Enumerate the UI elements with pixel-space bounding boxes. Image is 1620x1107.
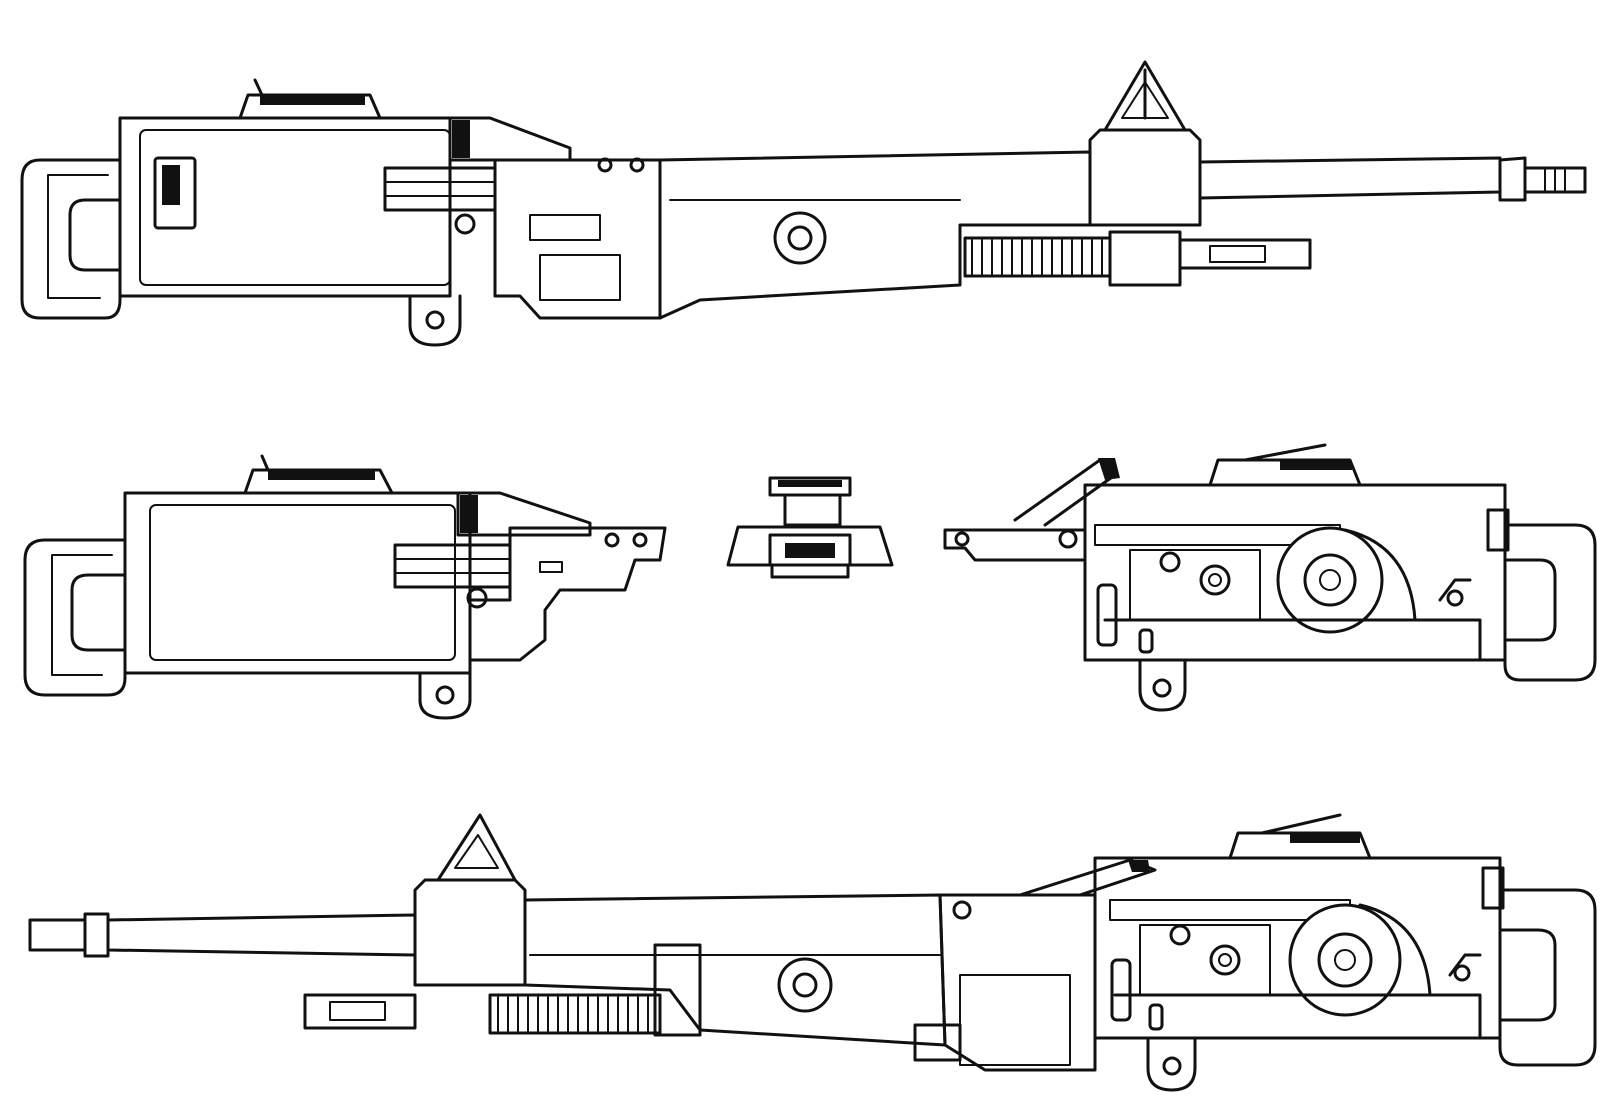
- feed-block-foot: [770, 563, 850, 579]
- jacket-boss-2: [777, 957, 833, 1013]
- recoil-spring: [963, 236, 1112, 278]
- receiver-body-2: [123, 491, 472, 675]
- muzzle-tip-2: [28, 918, 87, 952]
- receiver-side-plate: [139, 129, 451, 286]
- recoil-spring-2: [488, 993, 662, 1035]
- mount-lug-right: [1138, 658, 1187, 712]
- receiver-right-half-view: [943, 443, 1597, 712]
- cam-drum-2: [1288, 903, 1402, 1017]
- barrel-jacket: [658, 150, 1092, 320]
- internal-plate: [1129, 549, 1261, 621]
- muzzle-nut-2: [83, 912, 110, 958]
- bolt-head: [1199, 564, 1231, 596]
- feed-block-top: [768, 476, 852, 497]
- mount-lug: [408, 294, 462, 347]
- feed-block-base: [726, 525, 894, 567]
- receiver-front-plate: [468, 526, 667, 662]
- lower-rail: [1103, 618, 1482, 662]
- assembled-left-view: [20, 60, 1587, 347]
- rear-sight-2: [243, 468, 394, 495]
- receiver-body-right: [1083, 483, 1507, 662]
- spade-grip-2: [23, 538, 127, 697]
- charging-handle-arm: [1013, 458, 1117, 527]
- feed-block-body: [783, 493, 842, 527]
- receiver-body-3: [1093, 856, 1502, 1040]
- gas-cylinder-2: [303, 993, 417, 1030]
- jacket-clamp: [653, 943, 702, 1037]
- receiver-left-half-view: [23, 454, 667, 720]
- feed-tray-2: [393, 543, 512, 589]
- pivot-pin: [454, 213, 476, 235]
- trigger-lever: [1438, 578, 1472, 602]
- front-sight-housing-2: [413, 878, 527, 987]
- feed-tray: [383, 166, 497, 212]
- front-sight-post: [1103, 60, 1187, 132]
- gas-block: [1108, 230, 1182, 287]
- rear-sight-ratchet: [260, 96, 365, 105]
- cover-latch: [153, 156, 197, 230]
- mount-lug-3: [1146, 1036, 1197, 1092]
- gas-cylinder: [1178, 238, 1312, 270]
- spade-grip-3: [1498, 888, 1597, 1067]
- feed-cover: [448, 116, 572, 162]
- mount-lug-2: [418, 671, 472, 720]
- cam-drum: [1276, 526, 1384, 634]
- front-sight-housing: [1088, 128, 1202, 227]
- rear-sight-right: [1208, 458, 1362, 487]
- feed-block-view: [726, 476, 894, 579]
- front-sight-post-2: [436, 813, 517, 882]
- barrel-2: [106, 913, 417, 957]
- muzzle-nut: [1498, 156, 1527, 202]
- rear-sight: [238, 93, 382, 120]
- trunnion-2: [938, 893, 1097, 1072]
- jacket-boss: [773, 211, 827, 265]
- rear-sight-3: [1228, 831, 1372, 860]
- barrel: [1198, 156, 1502, 200]
- spade-grip-right: [1503, 523, 1597, 682]
- spade-grip: [20, 158, 122, 320]
- assembled-right-view: [28, 813, 1597, 1092]
- receiver-body: [118, 116, 452, 298]
